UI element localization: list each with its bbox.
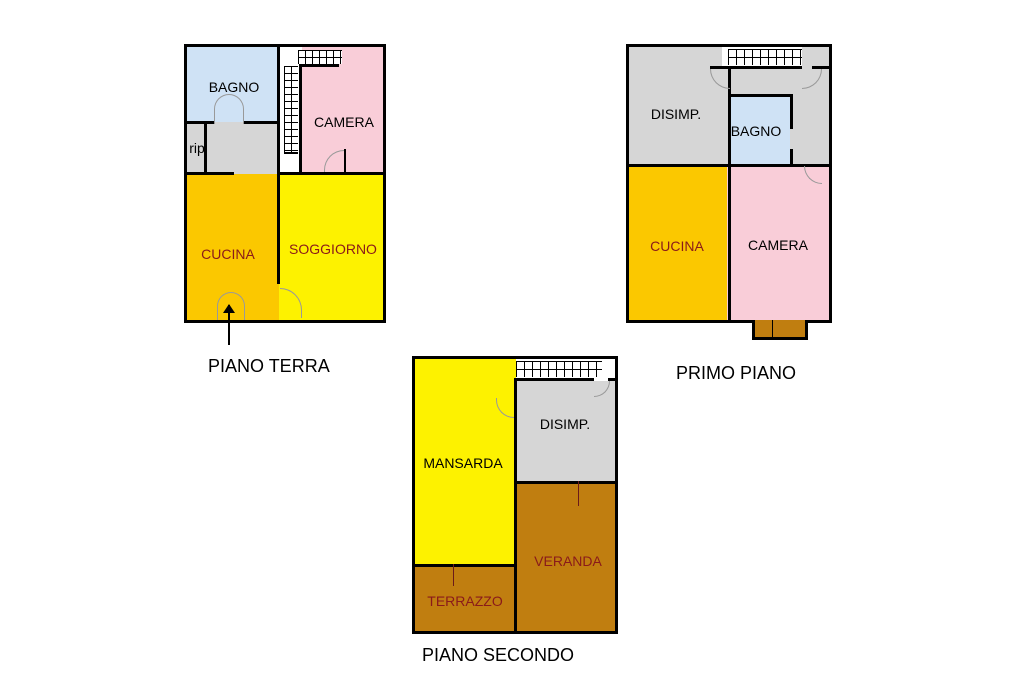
- room-label: CAMERA: [748, 237, 808, 253]
- floorplan-primo-piano: DISIMP. BAGNO CUCINA CAMERA: [626, 44, 832, 323]
- room-mansarda: [412, 356, 516, 565]
- floorplan-piano-terra: BAGNO CAMERA rip CUCINA SOGGIORNO: [184, 44, 386, 323]
- room-veranda: [516, 483, 618, 634]
- room-bagno: [730, 97, 790, 166]
- room-label: DISIMP.: [650, 106, 702, 122]
- entrance-arrow-head: [223, 304, 235, 313]
- door-arc: [214, 94, 244, 124]
- room-terrazzo: [412, 565, 516, 634]
- room-label: BAGNO: [730, 123, 782, 139]
- staircase-horizontal: [298, 50, 342, 64]
- floor-title: PRIMO PIANO: [676, 363, 797, 383]
- door-arc: [217, 292, 245, 320]
- room-label: BAGNO: [208, 79, 260, 95]
- room-label: MANSARDA: [423, 455, 503, 471]
- room-rip: [184, 124, 204, 174]
- balcony: [752, 320, 808, 340]
- staircase-vertical: [284, 66, 298, 152]
- room-camera: [727, 166, 832, 323]
- floorplan-piano-secondo: MANSARDA DISIMP. VERANDA TERRAZZO: [412, 356, 618, 634]
- room-label: DISIMP.: [539, 416, 591, 432]
- room-label: CUCINA: [201, 246, 255, 262]
- floor-title: PIANO SECONDO: [422, 645, 575, 665]
- room-label: TERRAZZO: [427, 593, 503, 609]
- room-label: VERANDA: [534, 553, 602, 569]
- room-disimp: [516, 381, 618, 483]
- room-label: CAMERA: [314, 114, 374, 130]
- floor-title: PIANO TERRA: [208, 356, 330, 376]
- room-label: rip: [189, 140, 205, 156]
- staircase-horizontal: [728, 49, 802, 65]
- room-label: SOGGIORNO: [289, 241, 377, 257]
- room-cucina: [626, 166, 727, 323]
- balcony-divider: [772, 320, 773, 338]
- entrance-arrow-icon: [228, 305, 230, 345]
- room-label: CUCINA: [650, 238, 704, 254]
- staircase-horizontal: [516, 361, 602, 377]
